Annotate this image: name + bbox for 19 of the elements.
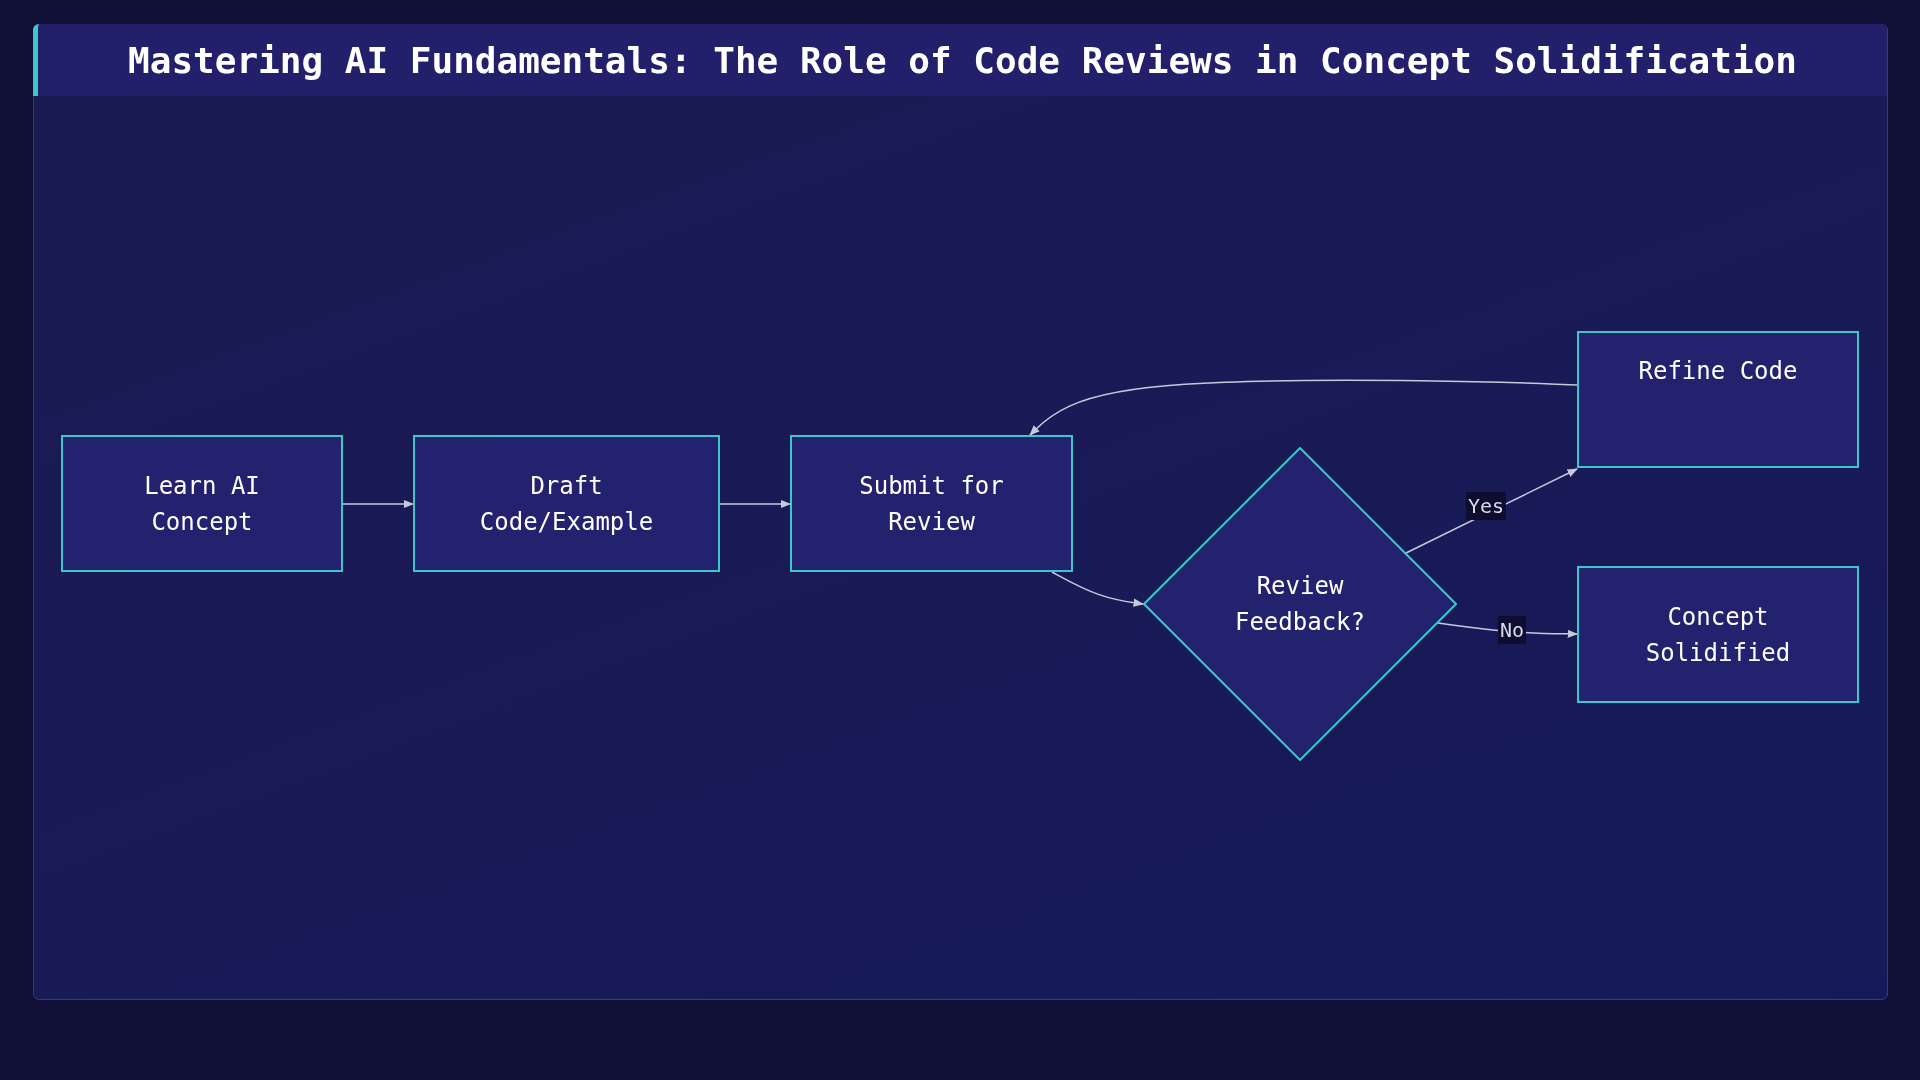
node-label: Draft Code/Example — [478, 470, 655, 538]
arrow — [342, 499, 415, 509]
edge-label: No — [1497, 616, 1527, 644]
arrow — [1051, 571, 1145, 607]
arrow — [1029, 379, 1578, 436]
node-label: Concept Solidified — [1644, 601, 1792, 669]
diagram-title: Mastering AI Fundamentals: The Role of Code Reviews in Concept Solidification — [128, 39, 1797, 81]
node-label: Learn AI Concept — [143, 470, 261, 538]
arrow — [719, 499, 792, 509]
decision-diamond — [1143, 447, 1457, 761]
process-box — [1577, 566, 1859, 703]
edge-label: Yes — [1465, 492, 1507, 520]
node-label: Refine Code — [1637, 356, 1799, 387]
process-box — [413, 435, 720, 572]
node-label: Submit for Review — [858, 470, 1005, 538]
process-box — [1577, 331, 1859, 468]
process-box — [790, 435, 1073, 572]
process-box — [61, 435, 343, 572]
node-label: Review Feedback? — [1233, 571, 1366, 638]
